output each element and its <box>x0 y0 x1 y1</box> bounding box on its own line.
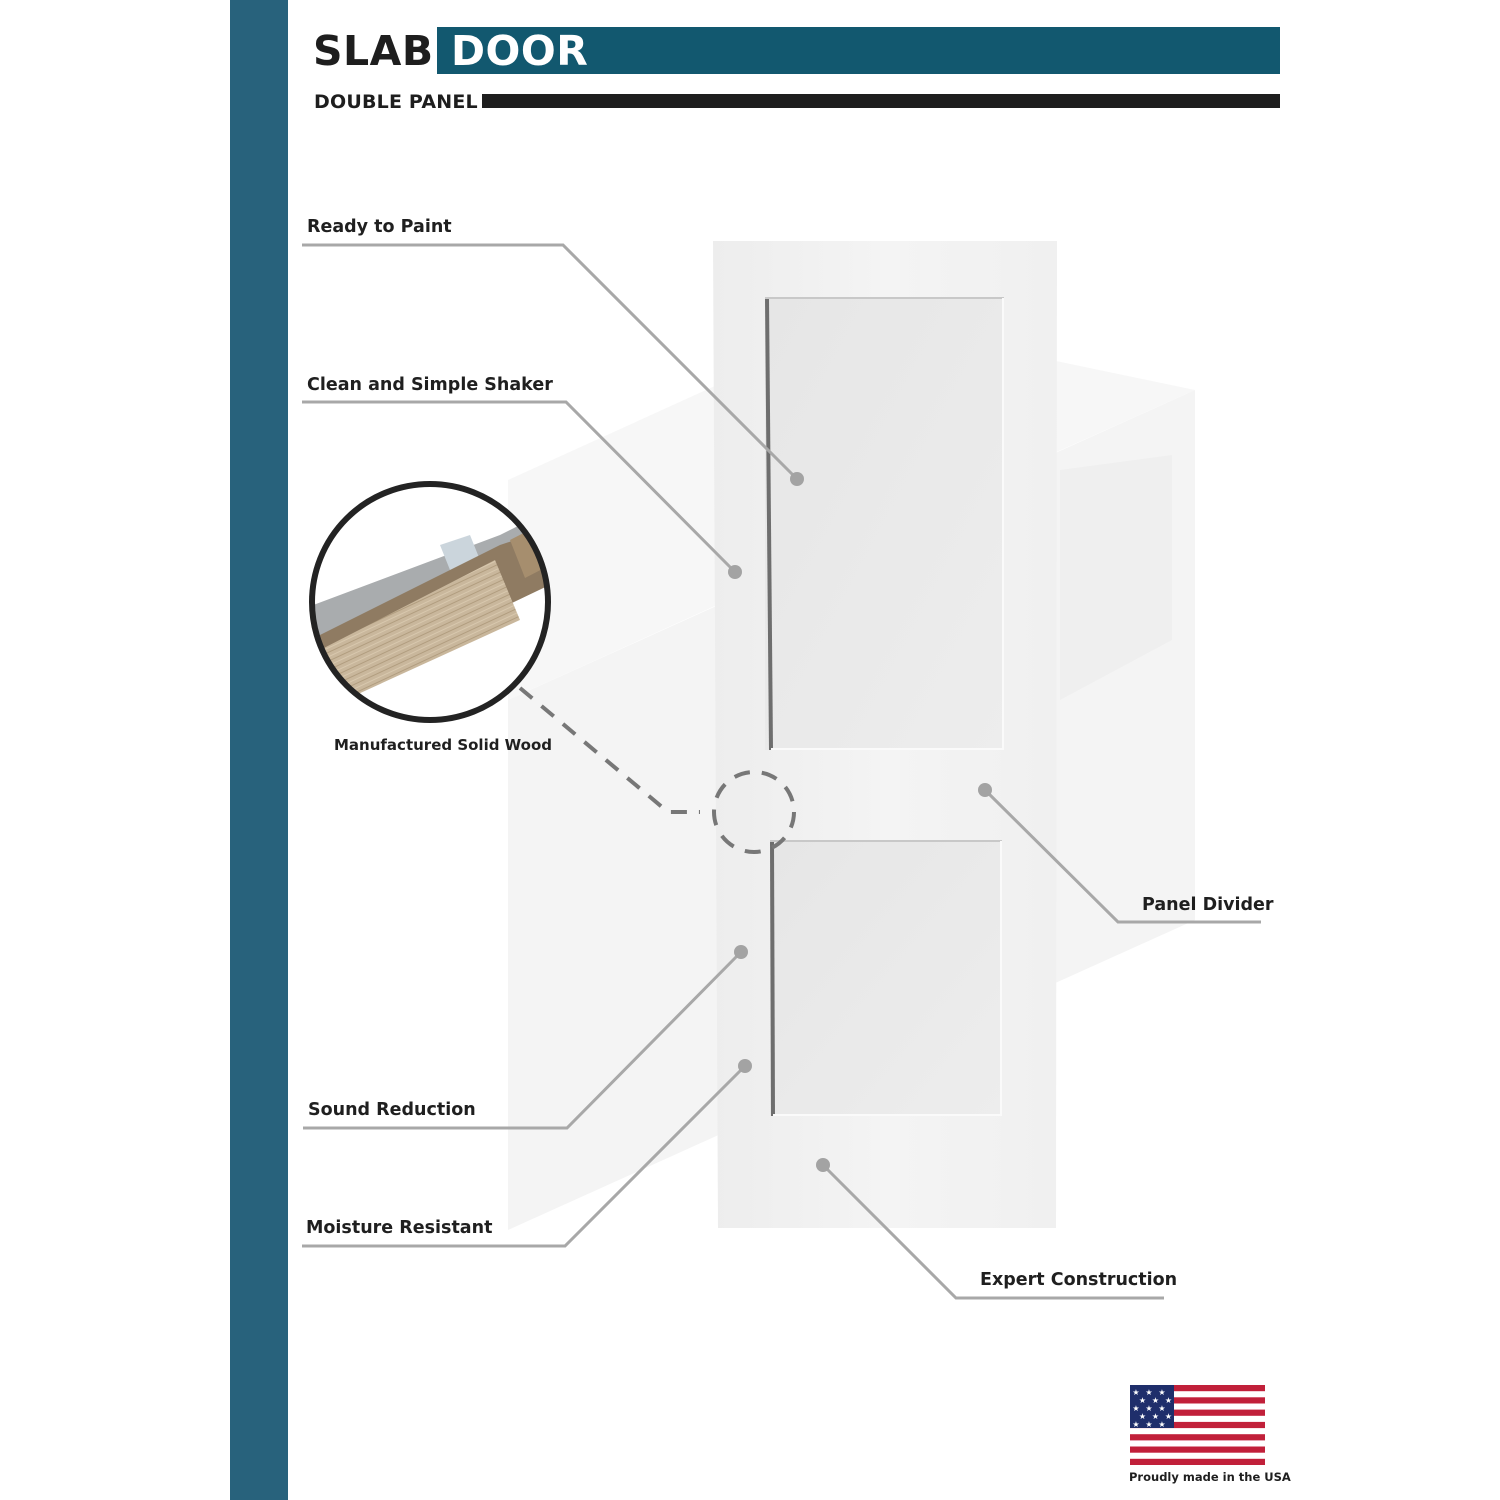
callout-dot-moisture-resistant <box>738 1059 752 1073</box>
callout-dot-expert-construction <box>816 1158 830 1172</box>
callout-dot-ready-to-paint <box>790 472 804 486</box>
svg-text:★: ★ <box>1145 1420 1152 1429</box>
svg-text:★: ★ <box>1158 1388 1165 1397</box>
svg-text:★: ★ <box>1145 1404 1152 1413</box>
svg-text:★: ★ <box>1152 1396 1159 1405</box>
inset-caption: Manufactured Solid Wood <box>334 736 553 754</box>
subtitle: DOUBLE PANEL <box>314 91 478 113</box>
callout-label-expert-construction: Expert Construction <box>980 1270 1178 1290</box>
callout-label-moisture-resistant: Moisture Resistant <box>306 1218 493 1238</box>
made-in-usa-caption: Proudly made in the USA <box>1129 1470 1291 1484</box>
svg-text:★: ★ <box>1165 1396 1172 1405</box>
subtitle-rule <box>482 94 1280 108</box>
title-banner <box>437 27 1280 74</box>
svg-text:★: ★ <box>1132 1420 1139 1429</box>
callout-dot-sound-reduction <box>734 945 748 959</box>
callout-label-panel-divider: Panel Divider <box>1142 895 1274 915</box>
inset-frame <box>309 481 551 723</box>
title-word-slab: SLAB <box>313 27 434 75</box>
sidebar-accent-bar <box>230 0 288 1500</box>
callout-label-ready-to-paint: Ready to Paint <box>307 217 452 237</box>
svg-text:★: ★ <box>1158 1420 1165 1429</box>
callout-dot-panel-divider <box>978 783 992 797</box>
svg-text:★: ★ <box>1145 1388 1152 1397</box>
callout-dot-clean-simple-shaker <box>728 565 742 579</box>
svg-text:★: ★ <box>1132 1404 1139 1413</box>
svg-text:★: ★ <box>1158 1404 1165 1413</box>
svg-text:★: ★ <box>1152 1412 1159 1421</box>
callout-label-sound-reduction: Sound Reduction <box>308 1100 476 1120</box>
callout-label-clean-simple-shaker: Clean and Simple Shaker <box>307 375 553 395</box>
svg-text:★: ★ <box>1165 1412 1172 1421</box>
usa-flag-icon: ★★★ ★★★ ★★★ ★★★ ★★★ <box>1130 1385 1265 1465</box>
svg-text:★: ★ <box>1132 1388 1139 1397</box>
svg-text:★: ★ <box>1139 1396 1146 1405</box>
title-word-door: DOOR <box>451 27 589 75</box>
svg-text:★: ★ <box>1139 1412 1146 1421</box>
